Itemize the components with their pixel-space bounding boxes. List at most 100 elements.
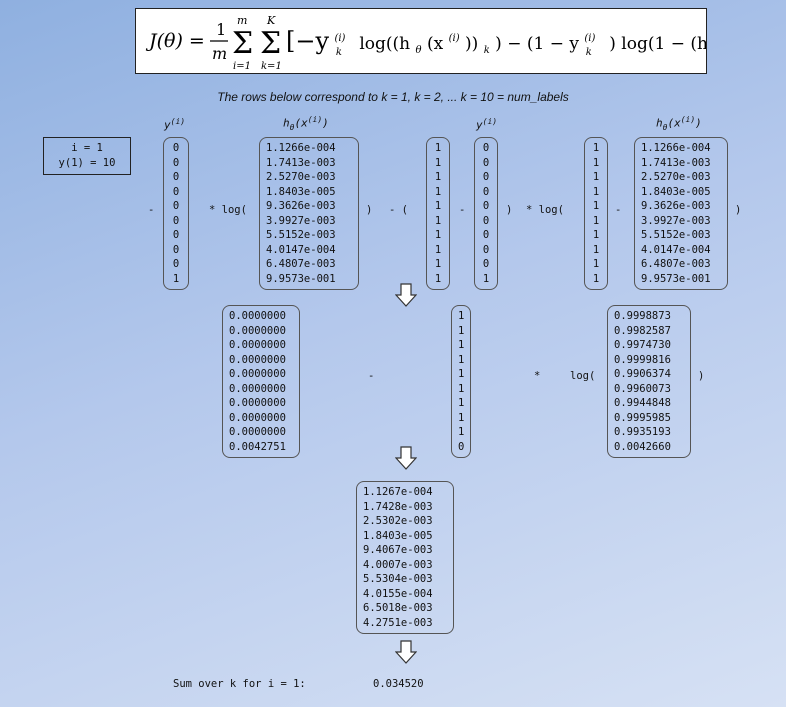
vector-entry: 4.2751e-003 xyxy=(363,616,433,629)
vector-entry: 1.1266e-004 xyxy=(266,142,336,154)
vector-entry: 1.1266e-004 xyxy=(641,142,711,154)
sum2-top: K xyxy=(266,14,276,27)
vector-entry: 1 xyxy=(592,185,600,198)
vector-entry: 0.9906374 xyxy=(614,368,671,380)
vector-entry: 0 xyxy=(482,243,490,256)
minus-sign-1: - xyxy=(459,204,466,216)
vector-entry: 0.9998873 xyxy=(614,310,671,322)
caption: The rows below correspond to k = 1, k = … xyxy=(217,90,569,104)
vector-entry: 3.9927e-003 xyxy=(641,214,711,227)
vector-entry: 9.4067e-003 xyxy=(363,544,433,556)
index-box-line2: y(1) = 10 xyxy=(58,157,116,169)
vector-entry: 0 xyxy=(172,185,180,198)
vector-entry: 0.0042751 xyxy=(229,440,286,453)
vector-entry: 1 xyxy=(592,214,600,227)
sum2-bot: k=1 xyxy=(261,61,282,72)
vector-entry: 1 xyxy=(434,200,442,212)
h-label-2: hθ(x(i)) xyxy=(656,115,702,132)
vector-entry: 0 xyxy=(482,142,490,154)
log-open: log( xyxy=(570,370,596,382)
vector-entry: 0.9960073 xyxy=(614,382,671,395)
vector-entry: 0 xyxy=(482,229,490,241)
sum1-sigma: Σ xyxy=(232,26,253,61)
vector-entry: 0 xyxy=(482,258,490,270)
vector-entry: 1.8403e-005 xyxy=(363,529,433,542)
vector-entry: 5.5304e-003 xyxy=(363,573,433,585)
vector-entry: 0.9974730 xyxy=(614,339,671,351)
formula-lhs: J(θ) = xyxy=(145,30,205,52)
vector-entry: 1 xyxy=(458,310,465,322)
down-arrow-icon xyxy=(395,283,417,307)
vector-entry: 9.9573e-001 xyxy=(266,272,336,285)
vector-entry: 1 xyxy=(592,156,600,169)
formula-frac-num: 1 xyxy=(216,20,226,39)
vector-entry: 6.5018e-003 xyxy=(363,602,433,614)
vector-entry: 0 xyxy=(172,200,180,212)
vector-entry: 0.0000000 xyxy=(229,382,286,395)
vector-entry: 1 xyxy=(434,156,442,169)
vector-entry: 0 xyxy=(172,171,180,183)
close-paren-2: ) xyxy=(506,204,513,216)
neg-sign: - xyxy=(148,204,155,216)
vector-entry: 0.0000000 xyxy=(229,368,286,380)
vector-entry: 1 xyxy=(458,324,465,337)
down-arrow-icon xyxy=(395,640,417,664)
vector-entry: 1 xyxy=(592,200,600,212)
vector-entry: 1 xyxy=(592,171,600,183)
vector-entry: 1 xyxy=(458,397,465,409)
vector-entry: 0 xyxy=(458,440,465,453)
vector-entry: 0.0000000 xyxy=(229,426,286,438)
h-label-1: hθ(x(i)) xyxy=(283,115,329,132)
vector-entry: 1 xyxy=(592,142,600,154)
formula-frac-den: m xyxy=(212,44,227,63)
vector-entry: 0.0000000 xyxy=(229,310,286,322)
vector-entry: 0.0000000 xyxy=(229,324,286,337)
vector-entry: 9.9573e-001 xyxy=(641,272,711,285)
vector-entry: 9.3626e-003 xyxy=(266,200,336,212)
vector-entry: 1 xyxy=(592,272,600,285)
vector-entry: 1.8403e-005 xyxy=(641,185,711,198)
times-sign: * xyxy=(534,370,541,382)
formula-body: [−y (i) k log((h θ (x (i) )) k ) − (1 − … xyxy=(286,26,706,60)
vector-entry: 1 xyxy=(434,243,442,256)
vector-entry: 0 xyxy=(482,171,490,183)
vector-entry: 1 xyxy=(434,171,442,183)
vector-entry: 0.0000000 xyxy=(229,339,286,351)
vector-entry: 6.4807e-003 xyxy=(641,258,711,270)
vector-entry: 1.7413e-003 xyxy=(266,156,336,169)
vector-entry: 6.4807e-003 xyxy=(266,258,336,270)
vector-entry: 0 xyxy=(482,156,490,169)
down-arrow-icon xyxy=(395,446,417,470)
index-box-line1: i = 1 xyxy=(71,142,103,154)
vector-entry: 9.3626e-003 xyxy=(641,200,711,212)
vector-entry: 0.0000000 xyxy=(229,353,286,366)
y-label-2: y(i) xyxy=(476,117,498,132)
vector-entry: 2.5302e-003 xyxy=(363,515,433,527)
sum-label: Sum over k for i = 1: xyxy=(173,678,306,690)
times-log-2: * log( xyxy=(526,204,564,216)
vector-entry: 1 xyxy=(434,229,442,241)
vector-entry: 1 xyxy=(458,368,465,380)
vector-entry: 2.5270e-003 xyxy=(266,171,336,183)
minus-open-paren: - ( xyxy=(389,204,408,216)
vector-entry: 1 xyxy=(592,229,600,241)
h-vector-1: 1.1266e-004 1.7413e-003 2.5270e-003 1.8403e… xyxy=(259,137,359,290)
minus-sign-3: - xyxy=(368,370,375,382)
vector-entry: 1.8403e-005 xyxy=(266,185,336,198)
vector-entry: 0.9982587 xyxy=(614,324,671,337)
sum1-top: m xyxy=(237,14,247,27)
vector-entry: 0 xyxy=(482,214,490,227)
vector-entry: 0 xyxy=(172,229,180,241)
vector-entry: 0.9995985 xyxy=(614,411,671,424)
vector-entry: 1 xyxy=(434,185,442,198)
vector-entry: 1 xyxy=(592,243,600,256)
vector-entry: 1 xyxy=(434,214,442,227)
vector-entry: 0 xyxy=(172,243,180,256)
vector-entry: 1.7428e-003 xyxy=(363,500,433,513)
vector-entry: 2.5270e-003 xyxy=(641,171,711,183)
vector-entry: 1 xyxy=(434,258,442,270)
vector-entry: 0.0000000 xyxy=(229,397,286,409)
